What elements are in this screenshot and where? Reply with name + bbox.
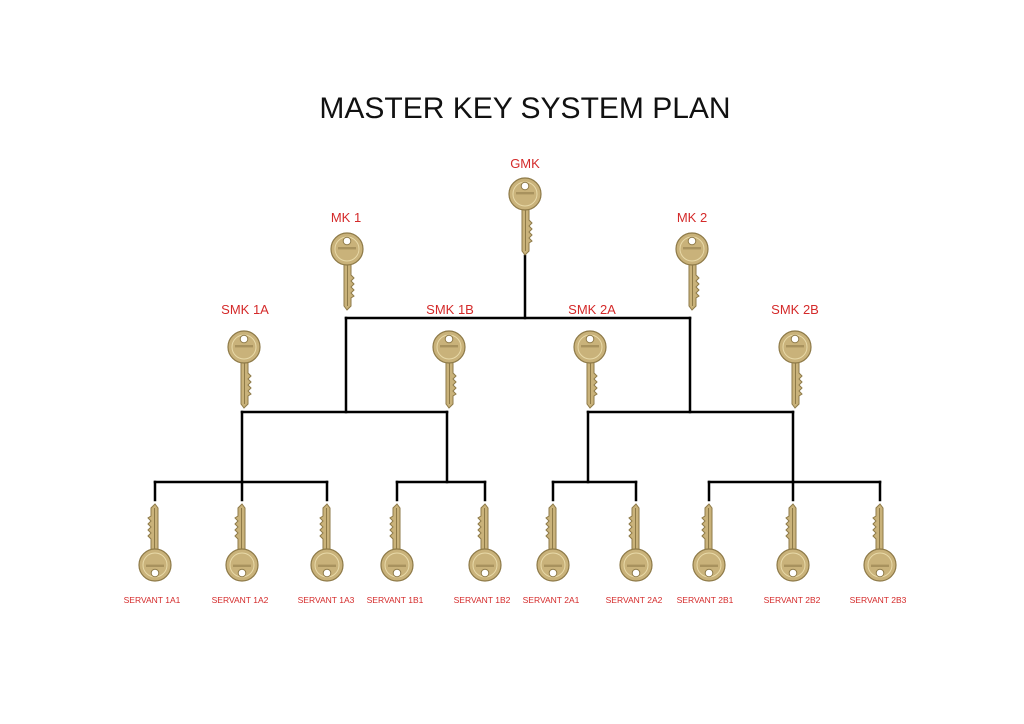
smk1a-key-icon [227, 330, 261, 409]
servant-nodes: SERVANT 1A1 SERVANT 1A2 SERVANT 1A3 SERV… [124, 503, 907, 605]
servant-1a2-label: SERVANT 1A2 [212, 595, 269, 605]
smk1b-label: SMK 1B [426, 302, 474, 317]
mk2-label: MK 2 [677, 210, 707, 225]
smk-nodes: SMK 1A SMK 1B SMK 2A SMK 2B [221, 302, 819, 409]
gmk-node: GMK [508, 156, 542, 256]
servant-2b1-label: SERVANT 2B1 [677, 595, 734, 605]
smk2b-label: SMK 2B [771, 302, 819, 317]
servant-1b2-label: SERVANT 1B2 [454, 595, 511, 605]
servant-2b2-key-icon [776, 503, 810, 582]
servant-2a2-label: SERVANT 2A2 [606, 595, 663, 605]
servant-2b2-label: SERVANT 2B2 [764, 595, 821, 605]
servant-2b3-label: SERVANT 2B3 [850, 595, 907, 605]
servant-2b3-key-icon [863, 503, 897, 582]
servant-2a1-label: SERVANT 2A1 [523, 595, 580, 605]
gmk-label: GMK [510, 156, 540, 171]
mk-nodes: MK 1 MK 2 [330, 210, 709, 311]
smk1a-label: SMK 1A [221, 302, 269, 317]
mk1-key-icon [330, 232, 364, 311]
servant-2a2-key-icon [619, 503, 653, 582]
gmk-key-icon [508, 177, 542, 256]
servant-1b1-key-icon [380, 503, 414, 582]
smk2a-label: SMK 2A [568, 302, 616, 317]
smk1b-key-icon [432, 330, 466, 409]
servant-1a2-key-icon [225, 503, 259, 582]
smk2a-key-icon [573, 330, 607, 409]
connector-servant-drops [153, 480, 882, 502]
servant-1b2-key-icon [468, 503, 502, 582]
servant-1a3-key-icon [310, 503, 344, 582]
servant-1a3-label: SERVANT 1A3 [298, 595, 355, 605]
mk2-key-icon [675, 232, 709, 311]
mk1-label: MK 1 [331, 210, 361, 225]
servant-1b1-label: SERVANT 1B1 [367, 595, 424, 605]
servant-2b1-key-icon [692, 503, 726, 582]
smk2b-key-icon [778, 330, 812, 409]
servant-1a1-key-icon [138, 503, 172, 582]
servant-2a1-key-icon [536, 503, 570, 582]
connector-lines [153, 254, 882, 502]
page-title: MASTER KEY SYSTEM PLAN [319, 92, 730, 125]
servant-1a1-label: SERVANT 1A1 [124, 595, 181, 605]
